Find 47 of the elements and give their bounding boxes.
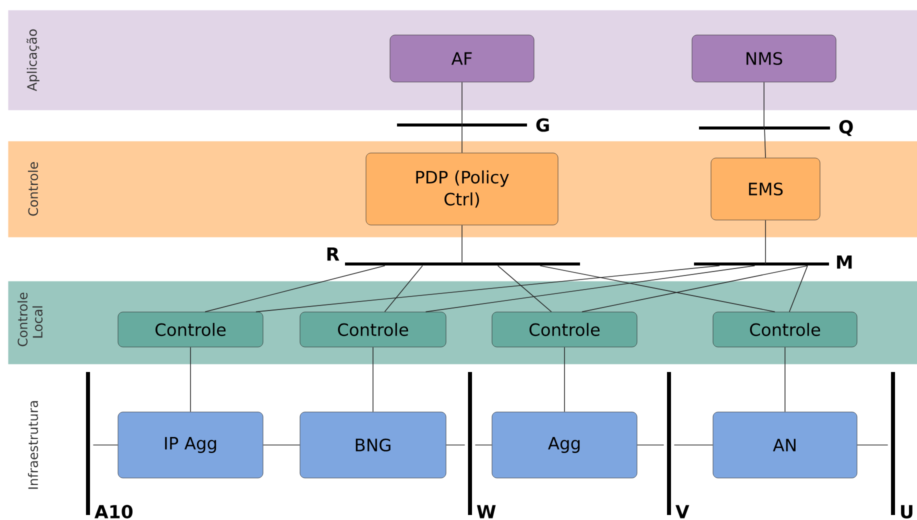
reference-point: U [891,372,912,518]
connector-line [92,444,118,446]
node-label: R [327,247,340,261]
node-label: V [676,505,690,518]
connector-line [425,265,756,312]
process-box: Controle [712,312,858,348]
process-box: Controle [492,312,638,348]
connector-line [256,265,720,312]
connector-line [765,220,766,264]
connector-line [190,346,191,412]
reference-point: Q [699,120,853,136]
connector-line [856,444,888,446]
connector-line [764,128,766,158]
process-box: EMS [710,158,820,220]
process-box: BNG [300,412,446,478]
process-box: Agg [492,412,638,478]
connector-line [474,444,492,446]
process-box: Controle [300,312,446,348]
connector-line [262,444,300,446]
connector-line [540,265,776,312]
layer-label: Infraestrutura [28,401,38,489]
node-label: G [536,118,549,132]
process-box: Controle [118,312,264,348]
process-box: NMS [692,34,836,82]
connector-line [788,265,808,312]
reference-point: V [667,372,690,518]
connector-line [564,346,565,412]
connector-line [784,346,786,412]
process-box: IP Agg [118,412,264,478]
connector-line [636,444,664,446]
node-label: A10 [94,504,133,518]
process-box: AF [390,34,534,82]
connector-line [446,444,466,446]
reference-point: G [397,118,549,132]
connector-line [582,265,808,312]
node-label: M [837,255,852,269]
node-label: Q [839,120,853,136]
process-box: AN [712,412,858,478]
node-label: U [901,505,912,518]
reference-point: M [694,255,852,269]
node-label: W [476,505,496,518]
connector-line [497,265,552,312]
connector-line [372,346,374,412]
process-box: PDP (Policy Ctrl) [366,152,558,226]
connector-line [674,444,714,446]
connector-line [384,265,423,312]
reference-point: R [327,247,580,266]
